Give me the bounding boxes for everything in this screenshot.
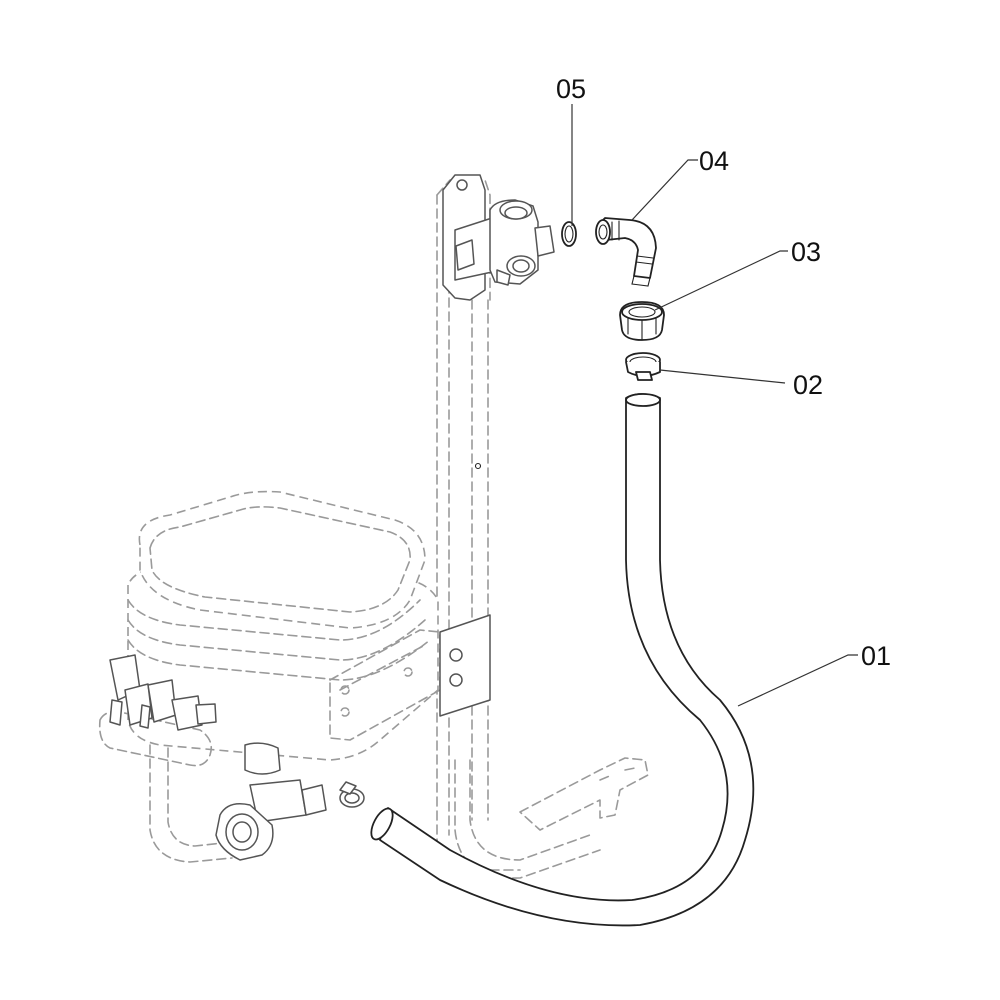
callout-03: 03 bbox=[791, 237, 821, 267]
callout-04: 04 bbox=[699, 146, 729, 176]
leader-01 bbox=[737, 654, 858, 707]
elbow-fitting-04 bbox=[595, 217, 657, 287]
ghost-tank-lid bbox=[138, 490, 426, 629]
union-nut-03 bbox=[619, 301, 665, 341]
callout-01: 01 bbox=[861, 641, 891, 671]
leader-lines bbox=[571, 104, 858, 707]
o-ring-05 bbox=[561, 221, 577, 247]
callout-02: 02 bbox=[793, 370, 823, 400]
callout-05: 05 bbox=[556, 74, 586, 104]
hose-clamp-02 bbox=[625, 352, 661, 381]
leader-02 bbox=[659, 369, 786, 384]
frame-bracket bbox=[439, 462, 491, 717]
lower-hose-clamp bbox=[339, 781, 365, 808]
flexible-hose-01 bbox=[370, 393, 755, 927]
lower-drain-fitting bbox=[215, 779, 327, 861]
ghost-tank-bracket bbox=[329, 629, 441, 741]
leader-04 bbox=[631, 159, 698, 221]
ghost-bracket-right bbox=[519, 757, 649, 831]
callout-labels: 05 04 03 02 01 bbox=[556, 74, 891, 671]
leader-03 bbox=[654, 250, 788, 311]
ghost-tank-fittings bbox=[109, 654, 281, 775]
ghost-valve-manifold bbox=[442, 174, 555, 301]
